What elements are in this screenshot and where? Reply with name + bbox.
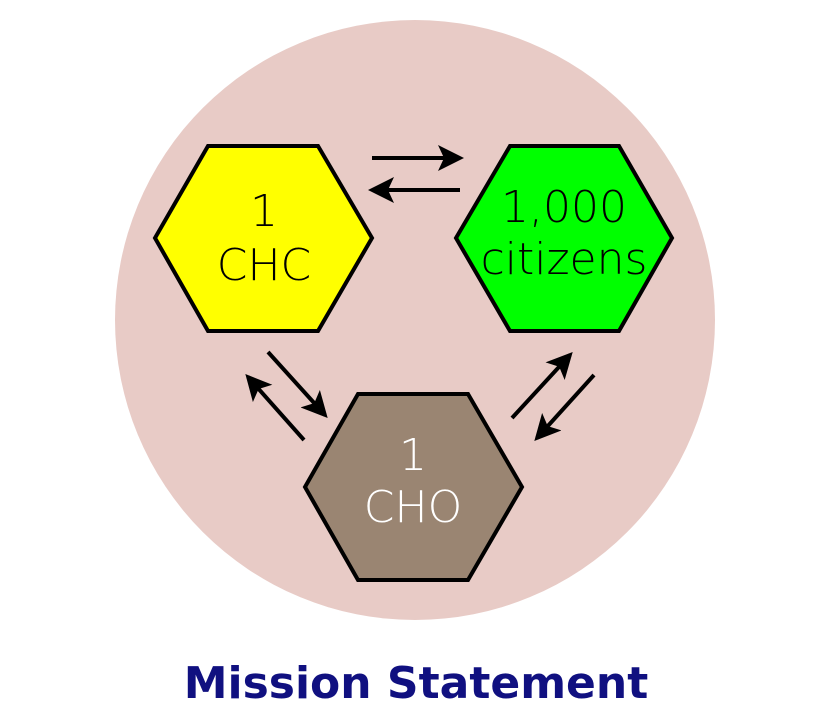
- exchange-arrows-chc-cho: [245, 350, 328, 442]
- hexagon-citizens: [453, 144, 675, 333]
- arrow-down-left: [534, 373, 596, 441]
- arrow-up-left: [245, 374, 306, 442]
- node-citizens: 1,000 citizens: [453, 144, 675, 333]
- node-cho: 1 CHO: [302, 392, 525, 582]
- citizens-label: citizens: [481, 234, 648, 285]
- chc-label: CHC: [217, 240, 312, 291]
- hexagon-cho: [302, 392, 525, 582]
- mission-statement-heading: Mission Statement: [183, 658, 649, 709]
- hexagon-chc: [152, 144, 375, 333]
- exchange-arrows-cho-citizens: [510, 352, 596, 441]
- arrow-up-right: [510, 352, 573, 420]
- exchange-arrows-chc-citizens: [368, 145, 464, 203]
- node-chc: 1 CHC: [152, 144, 375, 333]
- cho-label: CHO: [364, 482, 462, 533]
- chc-count: 1: [250, 186, 278, 237]
- cho-count: 1: [399, 430, 427, 481]
- arrow-down-right: [266, 350, 328, 418]
- relationship-diagram: 1 CHC 1,000 citizens 1 CHO: [115, 20, 715, 620]
- citizens-count: 1,000: [501, 182, 627, 233]
